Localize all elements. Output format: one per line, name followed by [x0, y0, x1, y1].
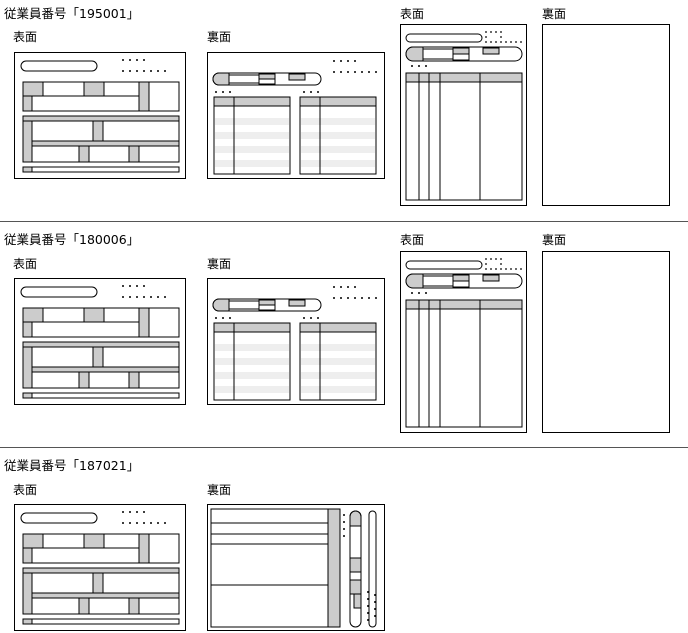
front-label: 表面	[400, 7, 425, 21]
back-card-diagram	[207, 52, 385, 179]
back-label: 裏面	[207, 30, 232, 44]
back-label: 裏面	[207, 483, 232, 497]
section-divider	[0, 447, 688, 448]
back-card-blank	[542, 24, 670, 206]
front-label: 表面	[13, 483, 38, 497]
employee-number-header: 従業員番号「187021」	[4, 458, 140, 473]
front-card-diagram	[14, 52, 186, 179]
front-card-diagram	[14, 278, 186, 405]
back-label: 裏面	[207, 257, 232, 271]
front-card-diagram	[400, 24, 527, 206]
back-label: 裏面	[542, 233, 567, 247]
section-divider	[0, 221, 688, 222]
back-card-diagram	[207, 278, 385, 405]
back-label: 裏面	[542, 7, 567, 21]
front-card-diagram	[14, 504, 186, 631]
front-label: 表面	[13, 30, 38, 44]
front-label: 表面	[13, 257, 38, 271]
front-card-diagram	[400, 251, 527, 433]
front-label: 表面	[400, 233, 425, 247]
back-card-blank	[542, 251, 670, 433]
back-card-diagram	[207, 504, 385, 631]
employee-number-header: 従業員番号「180006」	[4, 232, 140, 247]
employee-number-header: 従業員番号「195001」	[4, 6, 140, 21]
